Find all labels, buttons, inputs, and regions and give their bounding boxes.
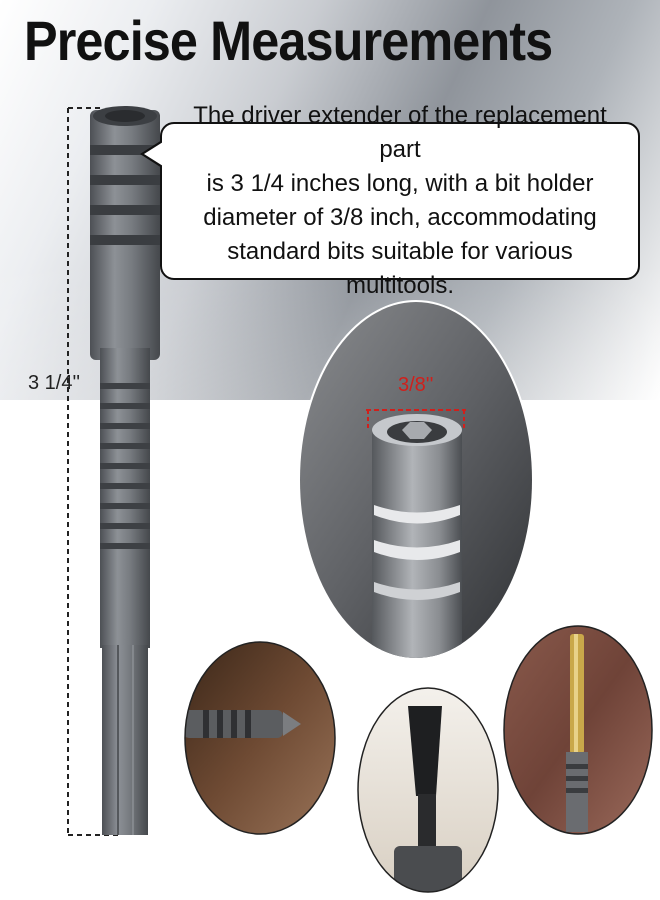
description-callout: The driver extender of the replacement p… (160, 102, 640, 299)
callout-line-4: standard bits suitable for various multi… (227, 238, 573, 299)
bit-in-holder-photo (184, 641, 336, 835)
diameter-dimension-label: 3/8'' (398, 374, 434, 396)
callout-line-3: diameter of 3/8 inch, accommodating (203, 204, 597, 231)
extender-tool-image (67, 106, 160, 836)
tool-on-fabric-photo (503, 625, 653, 835)
bit-holder-closeup-image (298, 300, 534, 660)
callout-line-1: The driver extender of the replacement p… (193, 102, 607, 163)
flat-bit-photo (357, 687, 499, 893)
length-dimension-label: 3 1/4'' (28, 372, 81, 394)
callout-line-2: is 3 1/4 inches long, with a bit holder (206, 170, 594, 197)
page-title: Precise Measurements (24, 9, 553, 72)
